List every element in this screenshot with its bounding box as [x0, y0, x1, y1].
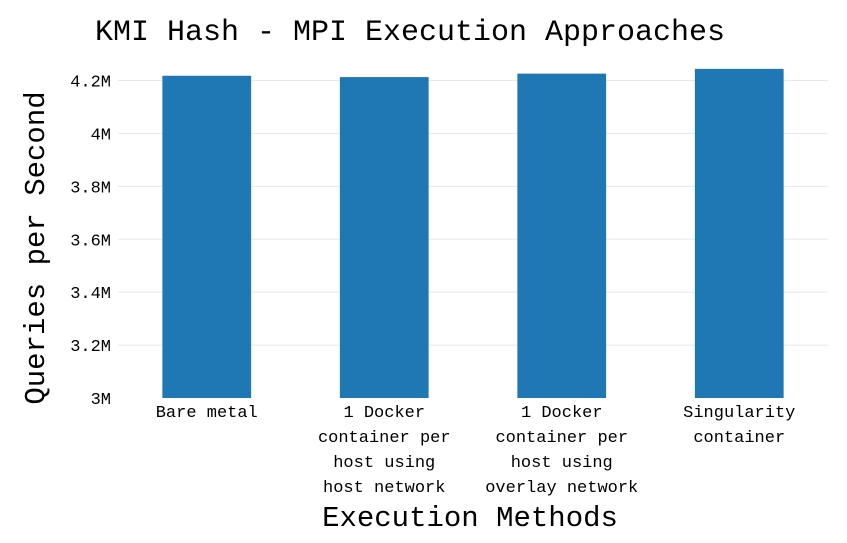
x-tick-label-line: container per — [495, 429, 628, 448]
x-tick-label-line: container per — [318, 429, 451, 448]
x-tick-label-line: host using — [511, 454, 613, 473]
y-tick-label: 4M — [91, 126, 111, 145]
y-tick-label: 3M — [91, 391, 111, 410]
x-tick-label-line: Bare metal — [156, 404, 258, 423]
x-tick-label: Singularity container — [683, 404, 795, 448]
x-tick-label: 1 Docker container per host using overlay n… — [485, 404, 638, 498]
x-tick-label-line: host using — [333, 454, 435, 473]
y-axis-ticks: 3M 3.2M 3.4M 3.6M 3.8M 4M 4.2M — [70, 74, 111, 410]
x-tick-label-line: overlay network — [485, 479, 638, 498]
y-tick-label: 4.2M — [70, 74, 111, 93]
x-tick-label-line: host network — [323, 479, 445, 498]
bar — [517, 73, 607, 399]
y-tick-label: 3.4M — [70, 285, 111, 304]
bar — [694, 68, 784, 399]
x-tick-label-line: 1 Docker — [521, 404, 603, 423]
bar — [339, 77, 429, 398]
x-axis-ticks: Bare metal 1 Docker container per host usin… — [156, 404, 796, 498]
bar — [162, 75, 252, 398]
x-tick-label: 1 Docker container per host using host netw… — [318, 404, 451, 498]
bars — [162, 68, 784, 399]
y-tick-label: 3.6M — [70, 232, 111, 251]
chart-title: KMI Hash - MPI Execution Approaches — [95, 16, 725, 50]
x-tick-label-line: container — [693, 429, 785, 448]
x-axis-title: Execution Methods — [322, 502, 618, 535]
x-tick-label-line: Singularity — [683, 404, 795, 423]
y-tick-label: 3.2M — [70, 338, 111, 357]
y-tick-label: 3.8M — [70, 179, 111, 198]
x-tick-label-line: 1 Docker — [343, 404, 425, 423]
y-axis-title: Queries per Second — [20, 91, 53, 404]
x-tick-label: Bare metal — [156, 404, 258, 423]
